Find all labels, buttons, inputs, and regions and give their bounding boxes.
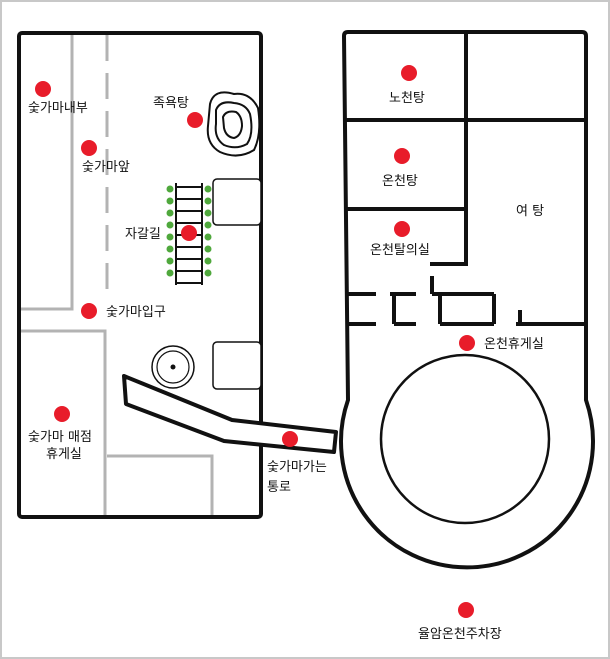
label-sauna-front: 숯가마앞 [82,160,130,175]
label-open-bath: 노천탕 [389,91,425,106]
marker-passage[interactable] [282,431,298,447]
marker-sauna-entrance[interactable] [81,303,97,319]
label-foot-bath: 족욕탕 [153,96,189,111]
label-hot-spring: 온천탕 [382,174,418,189]
shop-wall [107,454,214,515]
label-sauna-rest-line2: 휴게실 [46,447,82,462]
small-room-lower [212,341,262,390]
sauna-building [17,31,263,519]
marker-changing-room[interactable] [394,221,410,237]
label-passage-line1: 숯가마가는 [267,460,327,475]
label-changing-room: 온천탈의실 [370,243,430,258]
marker-foot-bath[interactable] [187,112,203,128]
label-spa-lounge: 온천휴게실 [484,337,544,352]
marker-sauna-inside[interactable] [35,81,51,97]
location-markers [35,65,475,618]
marker-hot-spring[interactable] [394,148,410,164]
location-labels: 숯가마내부 숯가마앞 족욕탕 자갈길 숯가마입구 숯가마 매점 휴게실 숯가마가… [28,91,544,642]
small-room-upper [212,178,262,226]
central-pool [379,353,551,525]
spa-building [339,30,595,570]
label-sauna-inside: 숯가마내부 [28,101,88,116]
label-gravel-path: 자갈길 [125,227,161,242]
foot-bath-basin [206,91,261,157]
label-parking: 율암온천주차장 [418,627,502,642]
label-passage-line2: 통로 [267,480,291,495]
marker-parking[interactable] [458,602,474,618]
connecting-passage [122,374,338,454]
marker-sauna-front[interactable] [81,140,97,156]
round-pot-dot [170,364,176,370]
sauna-building-outline [17,31,263,519]
label-sauna-entrance: 숯가마입구 [106,305,166,320]
label-sauna-rest-line1: 숯가마 매점 [28,430,92,445]
gravel-path-rails [166,183,212,285]
rest-area-wall [21,329,107,515]
marker-gravel-path[interactable] [181,225,197,241]
label-women-bath: 여 탕 [516,204,544,219]
marker-spa-lounge[interactable] [459,335,475,351]
marker-open-bath[interactable] [401,65,417,81]
marker-sauna-rest[interactable] [54,406,70,422]
sauna-inner-wall [21,35,74,311]
